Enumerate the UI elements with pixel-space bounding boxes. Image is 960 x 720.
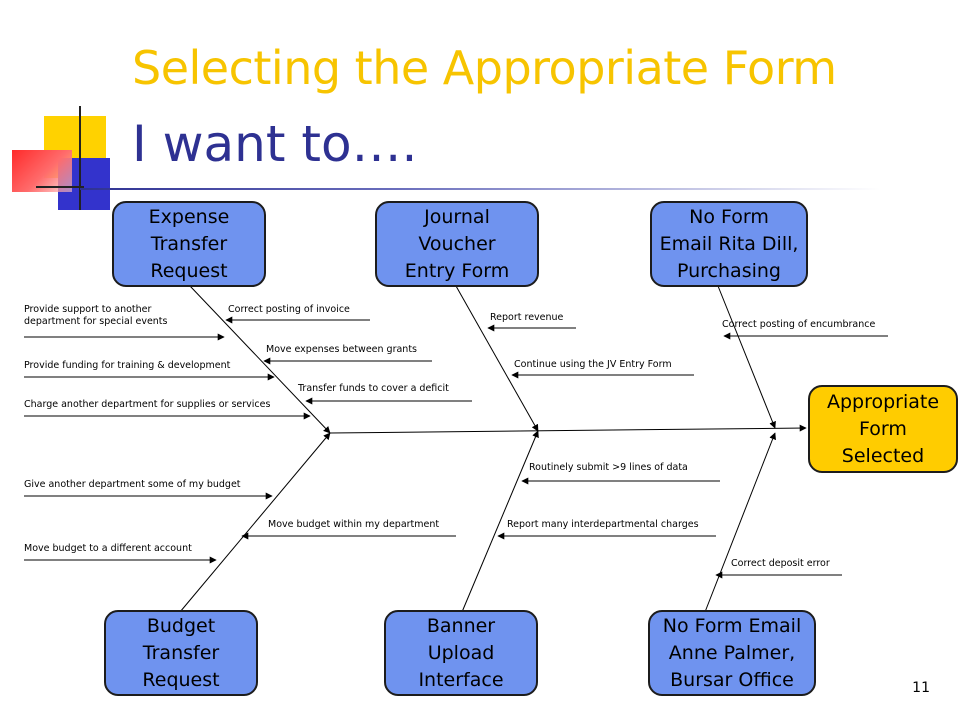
form-box-banner-upload: Banner Upload Interface xyxy=(384,610,538,696)
form-box-journal-voucher: Journal Voucher Entry Form xyxy=(375,201,539,287)
bone-no-form-rita xyxy=(717,285,776,429)
bone-banner-upload xyxy=(461,430,539,613)
label-report-revenue: Report revenue xyxy=(490,312,564,323)
bone-budget-transfer xyxy=(179,432,331,613)
label-move-expenses: Move expenses between grants xyxy=(266,344,418,355)
label-correct-deposit: Correct deposit error xyxy=(731,558,830,569)
label-provide-support: Provide support to another department fo… xyxy=(24,304,168,327)
page-number: 11 xyxy=(912,680,930,696)
label-routinely-submit: Routinely submit >9 lines of data xyxy=(529,462,688,473)
decor-horizontal-line xyxy=(36,186,84,188)
spine-line xyxy=(329,424,807,434)
bone-no-form-anne xyxy=(704,432,776,613)
label-correct-encumbrance: Correct posting of encumbrance xyxy=(722,319,876,330)
decor-vertical-line xyxy=(79,106,81,210)
head-box-appropriate-form: Appropriate Form Selected xyxy=(808,385,958,473)
bone-expense-transfer xyxy=(189,285,331,434)
form-box-budget-transfer: Budget Transfer Request xyxy=(104,610,258,696)
label-charge-department: Charge another department for supplies o… xyxy=(24,399,271,410)
bone-journal-voucher xyxy=(455,285,539,432)
title-rule xyxy=(80,188,880,190)
label-correct-invoice: Correct posting of invoice xyxy=(228,304,350,315)
label-move-within: Move budget within my department xyxy=(268,519,440,530)
form-box-expense-transfer: Expense Transfer Request xyxy=(112,201,266,287)
label-continue-jv: Continue using the JV Entry Form xyxy=(514,359,672,370)
slide-subtitle: I want to…. xyxy=(132,115,418,173)
label-give-budget: Give another department some of my budge… xyxy=(24,479,241,490)
label-move-account: Move budget to a different account xyxy=(24,543,192,554)
slide-title: Selecting the Appropriate Form xyxy=(132,41,837,95)
label-transfer-deficit: Transfer funds to cover a deficit xyxy=(298,383,449,394)
label-report-interdept: Report many interdepartmental charges xyxy=(507,519,699,530)
decor-red-square xyxy=(12,150,72,192)
label-provide-funding: Provide funding for training & developme… xyxy=(24,360,231,371)
form-box-no-form-rita: No Form Email Rita Dill, Purchasing xyxy=(650,201,808,287)
form-box-no-form-anne: No Form Email Anne Palmer, Bursar Office xyxy=(648,610,816,696)
